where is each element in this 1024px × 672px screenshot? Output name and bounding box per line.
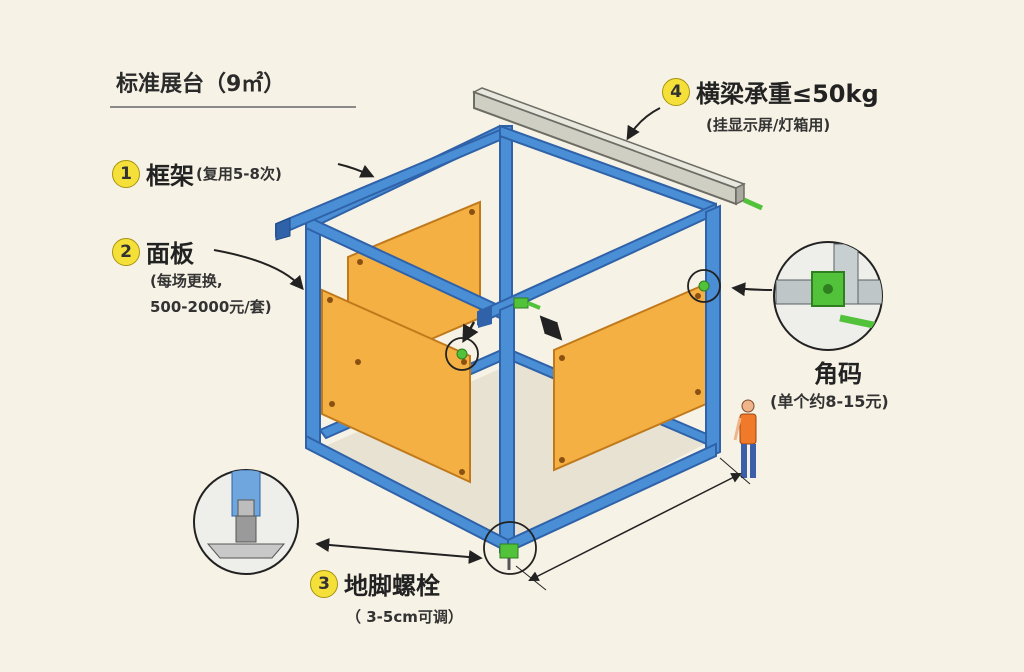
corner-detail bbox=[773, 241, 883, 351]
beam-title: 横梁承重≤50kg bbox=[696, 80, 879, 108]
front-center-post bbox=[499, 302, 515, 554]
panel-title: 面板 bbox=[146, 240, 194, 268]
badge-3: 3 bbox=[310, 569, 338, 598]
front-left-panel bbox=[321, 288, 471, 484]
beam-arrow bbox=[626, 107, 661, 141]
connectors bbox=[456, 280, 710, 570]
beam-note: (挂显示屏/灯箱用) bbox=[706, 116, 831, 134]
person-figure bbox=[733, 399, 757, 478]
top-beam bbox=[472, 87, 764, 211]
badge-4: 4 bbox=[662, 77, 690, 106]
front-left-post bbox=[305, 216, 321, 450]
foot-arrow bbox=[315, 537, 483, 565]
panel-zoom-ring bbox=[445, 337, 479, 371]
foot-title: 地脚螺栓 bbox=[344, 572, 440, 600]
panel-note-1: (每场更换, bbox=[150, 272, 223, 290]
corner-title: 角码 bbox=[814, 360, 862, 388]
corner-arrow bbox=[731, 282, 773, 297]
panel-note-2: 500-2000元/套) bbox=[150, 298, 272, 316]
panel-arrow bbox=[213, 249, 304, 291]
page-title: 标准展台（9㎡） bbox=[116, 72, 286, 97]
corner-note: (单个约8-15元) bbox=[770, 392, 889, 411]
foot-note: （ 3-5cm可调） bbox=[346, 608, 463, 626]
frame-title: 框架 bbox=[146, 162, 194, 190]
foot-detail bbox=[193, 469, 299, 575]
badge-2: 2 bbox=[112, 237, 140, 266]
frame-note: (复用5-8次) bbox=[196, 165, 282, 183]
title-underline bbox=[110, 106, 356, 108]
panel-screws bbox=[327, 209, 701, 475]
frame-arrow bbox=[337, 163, 375, 178]
front-right-post bbox=[705, 204, 721, 460]
corner-zoom-ring bbox=[687, 269, 721, 303]
badge-1: 1 bbox=[112, 159, 140, 188]
